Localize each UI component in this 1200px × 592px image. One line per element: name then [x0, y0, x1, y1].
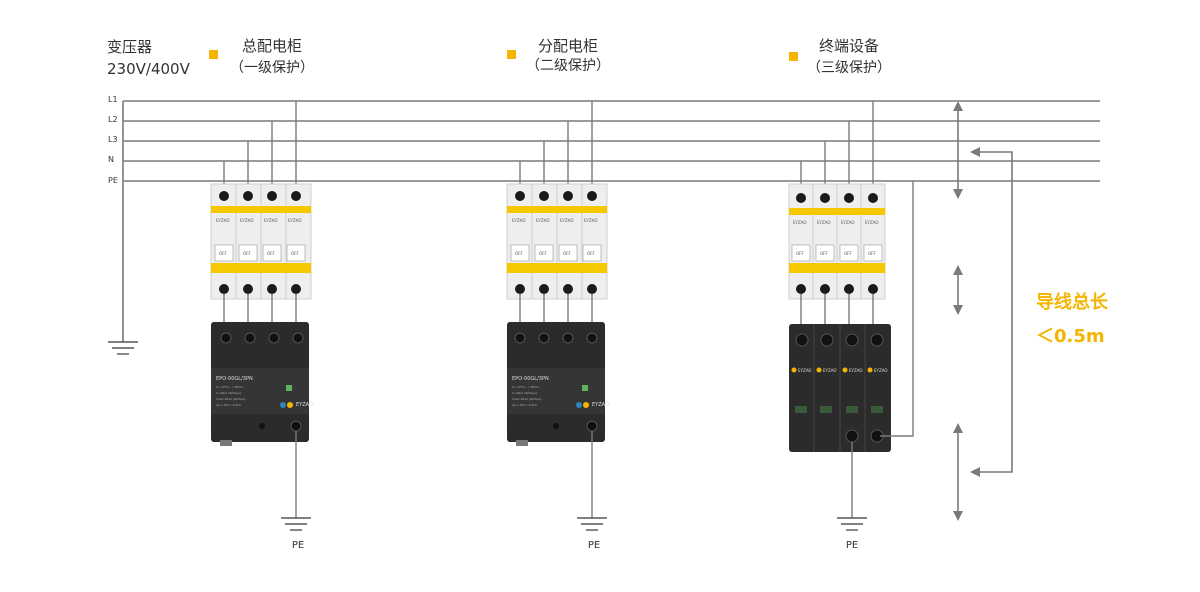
svg-text:OFF: OFF [563, 251, 571, 256]
ground-label-1: PE [291, 540, 305, 551]
svg-text:OFF: OFF [267, 251, 275, 256]
svg-text:EYZAO: EYZAO [560, 218, 574, 223]
line-label-l1: L1 [108, 95, 118, 104]
svg-text:EYZAO: EYZAO [592, 402, 609, 408]
svg-text:EYZAO: EYZAO [817, 220, 831, 225]
station-2-taps [519, 101, 593, 186]
length-bracket [970, 147, 1013, 477]
svg-text:EYZAO: EYZAO [849, 368, 863, 373]
svg-text:EPO-00GL/3PN: EPO-00GL/3PN [512, 376, 549, 382]
svg-text:EYZAO: EYZAO [264, 218, 278, 223]
ground-symbol-3 [837, 517, 867, 531]
svg-text:EYZAO: EYZAO [865, 220, 879, 225]
line-label-l3: L3 [108, 135, 118, 144]
ground-symbol-2 [577, 517, 607, 531]
station-3-taps [800, 101, 874, 186]
svg-text:EYZAO: EYZAO [793, 220, 807, 225]
svg-text:OFF: OFF [587, 251, 595, 256]
level-1-subtitle: （一级保护） [230, 60, 314, 76]
breaker-bank-2: EYZAO EYZAO EYZAO EYZAO OFF OFF OFF OFF [506, 183, 608, 300]
svg-text:OFF: OFF [539, 251, 547, 256]
level-3-subtitle: （三级保护） [807, 60, 891, 76]
svg-text:OFF: OFF [243, 251, 251, 256]
svg-text:EYZAO: EYZAO [823, 368, 837, 373]
svg-text:OFF: OFF [796, 251, 804, 256]
level-1-marker [209, 50, 218, 59]
svg-text:OFF: OFF [515, 251, 523, 256]
svg-text:EYZAO: EYZAO [512, 218, 526, 223]
svg-text:OFF: OFF [868, 251, 876, 256]
ground-label-2: PE [587, 540, 601, 551]
svg-text:Imax 40kA (8/20μs): Imax 40kA (8/20μs) [512, 397, 541, 401]
level-3-title: 终端设备 [818, 37, 879, 55]
breaker-bank-3: EYZAO EYZAO EYZAO EYZAO OFF OFF OFF OFF [788, 183, 886, 300]
wire-length-title: 导线总长 [1036, 292, 1108, 313]
transformer-voltage: 230V/400V [107, 60, 190, 78]
line-label-pe: PE [108, 176, 118, 185]
length-arrows [953, 101, 1013, 521]
ground-leads [295, 431, 853, 518]
svg-text:In 20kA (8/20μs): In 20kA (8/20μs) [216, 391, 241, 395]
transformer-label: 变压器 [107, 38, 153, 56]
line-label-l2: L2 [108, 115, 118, 124]
station-1-taps [223, 101, 297, 186]
level-2-marker [507, 50, 516, 59]
svg-text:OFF: OFF [291, 251, 299, 256]
svg-text:Up 1.5kV / 2.0kV: Up 1.5kV / 2.0kV [216, 403, 242, 407]
svg-text:Imax 40kA (8/20μs): Imax 40kA (8/20μs) [216, 397, 245, 401]
spd-module-3: EYZAO EYZAO EYZAO EYZAO [789, 324, 891, 452]
svg-text:Up 1.5kV / 2.0kV: Up 1.5kV / 2.0kV [512, 403, 538, 407]
svg-text:EYZAO: EYZAO [296, 402, 313, 408]
svg-text:OFF: OFF [844, 251, 852, 256]
svg-text:In 20kA (8/20μs): In 20kA (8/20μs) [512, 391, 537, 395]
spd-module-2: EPO-00GL/3PN EYZAO Uc 275V~ / 385V~ In 2… [507, 322, 609, 446]
ground-label-3: PE [845, 540, 859, 551]
svg-text:EYZAO: EYZAO [216, 218, 230, 223]
level-2-title: 分配电柜 [537, 37, 598, 55]
breaker-to-spd-leads [223, 294, 874, 325]
wire-length-value: ＜0.5m [1036, 326, 1105, 347]
bus-lines [122, 100, 1100, 342]
svg-text:EYZAO: EYZAO [584, 218, 598, 223]
svg-text:EYZAO: EYZAO [841, 220, 855, 225]
level-1-title: 总配电柜 [241, 37, 302, 55]
svg-text:EPO-00GL/3PN: EPO-00GL/3PN [216, 376, 253, 382]
line-label-n: N [108, 155, 114, 164]
breaker-bank-1: EYZAO EYZAO EYZAO EYZAO OFF OFF OFF OFF [210, 183, 312, 300]
spd-3-pe-return [880, 181, 914, 437]
spd-module-1: EPO-00GL/3PN EYZAO Uc 275V~ / 385V~ In 2… [211, 322, 313, 446]
svg-text:Uc 275V~ / 385V~: Uc 275V~ / 385V~ [216, 385, 245, 389]
level-2-subtitle: （二级保护） [526, 58, 610, 74]
transformer-ground-symbol [108, 341, 138, 355]
svg-text:EYZAO: EYZAO [798, 368, 812, 373]
ground-symbol-1 [281, 517, 311, 531]
svg-text:OFF: OFF [219, 251, 227, 256]
svg-text:EYZAO: EYZAO [874, 368, 888, 373]
svg-text:Uc 275V~ / 385V~: Uc 275V~ / 385V~ [512, 385, 541, 389]
svg-text:OFF: OFF [820, 251, 828, 256]
svg-text:EYZAO: EYZAO [240, 218, 254, 223]
svg-text:EYZAO: EYZAO [288, 218, 302, 223]
level-3-marker [789, 52, 798, 61]
svg-text:EYZAO: EYZAO [536, 218, 550, 223]
